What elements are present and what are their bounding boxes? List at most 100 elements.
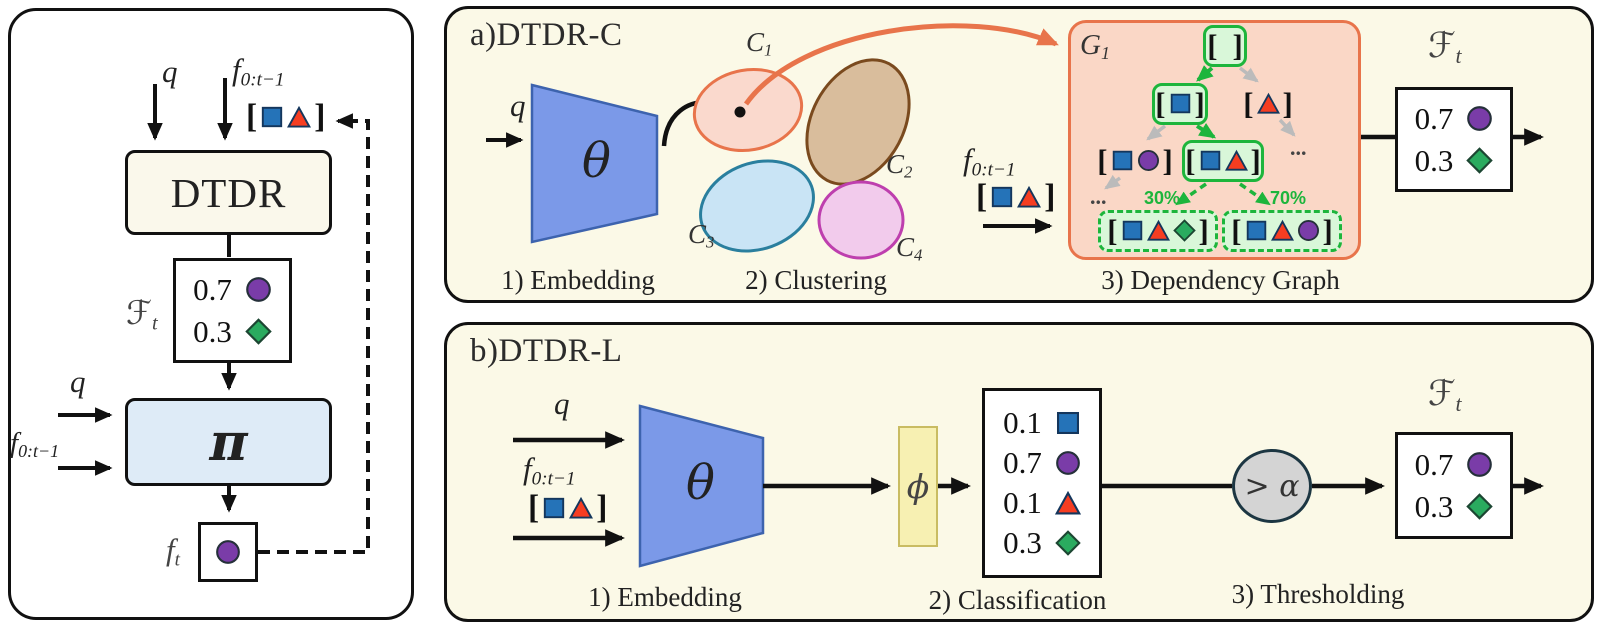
f-history-label-a: f0:t−1 (963, 142, 1016, 181)
token-triangle-icon (1017, 185, 1041, 209)
cluster-2-ellipse (805, 58, 911, 186)
probability-30: 30% (1144, 188, 1181, 208)
score-row: 0.7 (1415, 447, 1494, 483)
token-square-icon (260, 105, 284, 129)
f-history-label: f0:t−1 (232, 52, 285, 91)
token-triangle-icon (287, 105, 311, 129)
history-token-list: [] (246, 98, 326, 135)
tree-arrow-sqci-to-dots (1104, 174, 1122, 190)
token-list-tri: [] (1243, 88, 1293, 119)
step-3-dependency-graph: 3) Dependency Graph (1101, 265, 1340, 295)
tree-node-square: [] (1152, 83, 1208, 125)
class-row: 0.1 (1003, 485, 1081, 521)
token-square-icon (1199, 149, 1222, 172)
embedding-trapezoid-b (638, 404, 765, 568)
bracket-close-glyph: ] (314, 98, 326, 135)
token-circle-icon (1466, 451, 1493, 478)
q-input-label-b: q (554, 386, 570, 421)
graph-label: G1 (1080, 29, 1110, 64)
bracket-close-glyph: ] (1044, 178, 1056, 215)
bracket-close-glyph: ] (1232, 28, 1243, 63)
bracket-open-glyph: [ (528, 489, 540, 526)
scores-box-left: 0.7 0.3 (173, 258, 292, 363)
cluster-3-ellipse (699, 159, 815, 253)
bracket-close-glyph: ] (1250, 143, 1261, 178)
ellipsis-right: ... (1290, 135, 1307, 160)
token-square-icon (990, 185, 1014, 209)
score-row: 0.3 (1415, 489, 1494, 525)
token-triangle-icon (1271, 219, 1294, 242)
ft-output-box (198, 522, 258, 582)
bracket-close-glyph: ] (1194, 86, 1205, 121)
tree-arrow-sqtr-to-leaf70 (1239, 182, 1271, 206)
token-list-leaf70: [] (1231, 213, 1333, 248)
f-history-label-b: f0:t−1 (523, 451, 576, 490)
token-square-icon (1055, 410, 1081, 436)
score-row: 0.3 (193, 314, 272, 350)
token-triangle-icon (569, 496, 593, 520)
embedding-trapezoid-a (530, 83, 659, 244)
token-circle-icon (1137, 149, 1160, 172)
classification-box: 0.1 0.7 0.1 0.3 (982, 388, 1102, 578)
scores-label-left: ℱt (126, 293, 158, 335)
scores-box-b: 0.7 0.3 (1395, 432, 1513, 539)
tree-arrow-sq-to-sqci (1146, 124, 1167, 141)
step-1-embedding-b: 1) Embedding (588, 582, 742, 612)
token-list-sq: [] (1155, 86, 1205, 121)
ellipsis-left: ... (1090, 184, 1107, 209)
token-list-sqci: [] (1097, 143, 1173, 178)
token-diamond-icon (1173, 219, 1196, 242)
tree-arrow-sq-to-sqtr (1195, 123, 1217, 139)
score-row: 0.7 (1415, 101, 1494, 137)
cluster-3-label: C3 (688, 219, 715, 252)
threshold-circle: > α (1232, 449, 1312, 523)
bracket-open-glyph: [ (1107, 213, 1118, 248)
bracket-close-glyph: ] (1322, 213, 1333, 248)
token-triangle-icon (1257, 92, 1280, 115)
embedded-point-dot (734, 106, 746, 118)
score-row: 0.3 (1415, 143, 1494, 179)
f-history-label-pi: f0:t−1 (10, 427, 60, 462)
token-circle-icon (1055, 450, 1081, 476)
class-row: 0.1 (1003, 405, 1081, 441)
tree-arrow-root-to-sq (1196, 65, 1214, 82)
token-square-icon (1121, 219, 1144, 242)
ft-output-label: ft (166, 532, 180, 571)
bracket-open-glyph: [ (976, 178, 988, 215)
token-square-icon (542, 496, 566, 520)
tree-node-square-circle: [] (1095, 142, 1175, 180)
cluster-2-label: C2 (886, 149, 913, 182)
bracket-open-glyph: [ (1155, 86, 1166, 121)
token-circle-icon (245, 276, 272, 303)
history-token-list-b: [] (528, 489, 607, 526)
tree-node-triangle: [] (1243, 85, 1293, 123)
bracket-open-glyph: [ (1207, 28, 1218, 63)
history-token-list-a: [] (976, 178, 1056, 215)
step-2-clustering: 2) Clustering (745, 265, 887, 295)
theta-label-b: θ (686, 455, 715, 511)
tree-leaf-70: [] (1222, 210, 1342, 252)
token-diamond-icon (1466, 493, 1493, 520)
token-diamond-icon (1055, 530, 1081, 556)
token-square-icon (1111, 149, 1134, 172)
bracket-open-glyph: [ (246, 98, 258, 135)
token-list-leaf30: [] (1107, 213, 1209, 248)
tree-node-root: [] (1203, 25, 1247, 67)
token-square-icon (1245, 219, 1268, 242)
cluster-1-label: C1 (746, 27, 773, 60)
bracket-open-glyph: [ (1231, 213, 1242, 248)
dtdr-module-box: DTDR (125, 150, 332, 235)
step-1-embedding-a: 1) Embedding (501, 265, 655, 295)
theta-label-a: θ (582, 133, 611, 189)
bracket-open-glyph: [ (1185, 143, 1196, 178)
token-diamond-icon (1466, 147, 1493, 174)
bracket-close-glyph: ] (1162, 143, 1173, 178)
token-triangle-icon (1147, 219, 1170, 242)
token-circle-icon (1466, 105, 1493, 132)
q-input-label-pi: q (70, 364, 86, 399)
cluster-4-ellipse (817, 180, 905, 260)
token-square-icon (1169, 92, 1192, 115)
tree-node-square-triangle: [] (1182, 140, 1264, 182)
